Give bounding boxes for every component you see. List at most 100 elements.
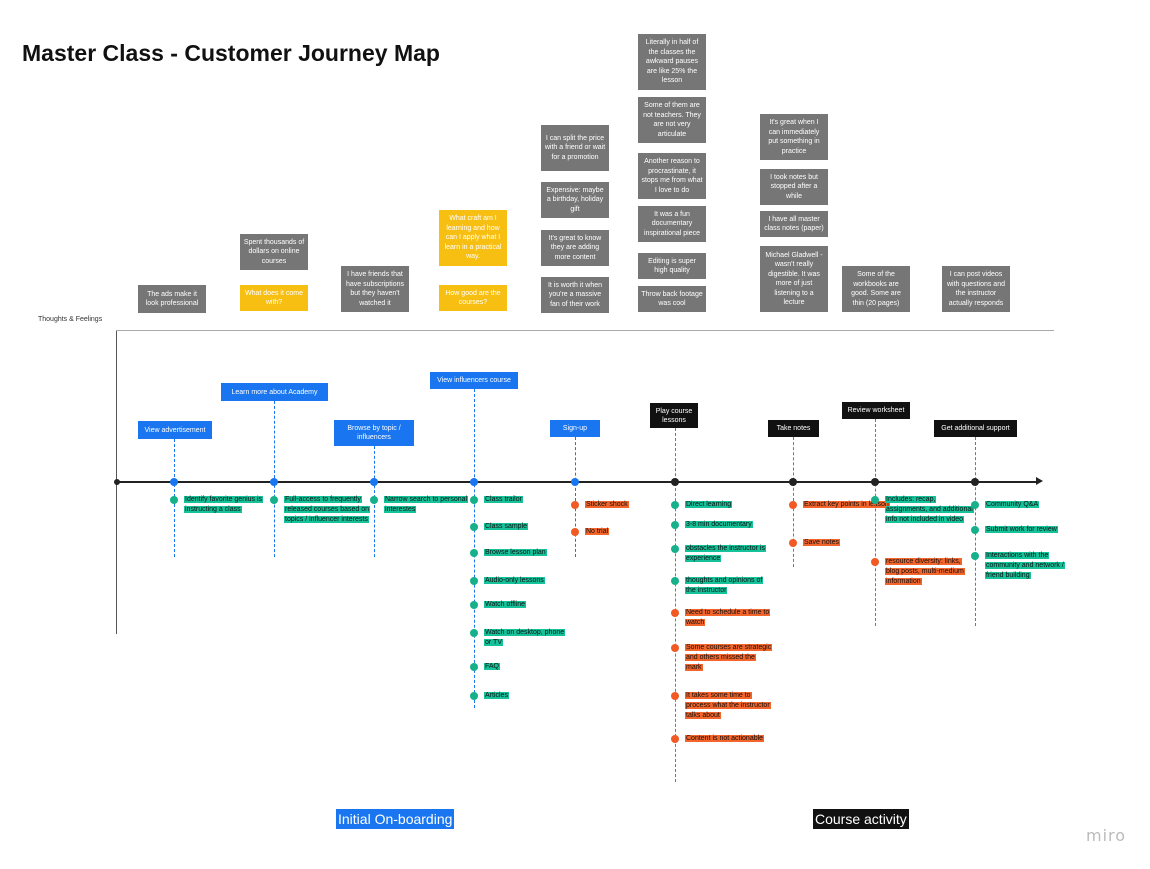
stage-connector-line [575, 437, 576, 557]
sticky-note[interactable]: Another reason to procrastinate, it stop… [638, 153, 706, 199]
section-label-onboarding: Initial On-boarding [336, 809, 455, 829]
sticky-note[interactable]: Spent thousands of dollars on online cou… [240, 234, 308, 270]
point-label: No trial [585, 528, 610, 535]
positive-point-text: Identify favorite genius is instructing … [184, 495, 272, 515]
point-label: obstacles the instructor is experience [685, 545, 766, 562]
positive-point-dot [470, 692, 478, 700]
sticky-note[interactable]: I have all master class notes (paper) [760, 211, 828, 237]
pain-point-text: Extract key points in lesson [803, 500, 891, 510]
positive-point-dot [470, 577, 478, 585]
point-label: thoughts and opinions of the instructor [685, 577, 764, 594]
positive-point-dot [170, 496, 178, 504]
point-label: Identify favorite genius is instructing … [184, 496, 264, 513]
positive-point-text: obstacles the instructor is experience [685, 544, 773, 564]
sticky-note[interactable]: What craft am I learning and how can I a… [439, 210, 507, 266]
sticky-note[interactable]: Literally in half of the classes the awk… [638, 34, 706, 90]
pain-point-dot [671, 735, 679, 743]
sticky-note[interactable]: Some of the workbooks are good. Some are… [842, 266, 910, 312]
page-title: Master Class - Customer Journey Map [22, 40, 440, 66]
timeline-stage-dot[interactable] [871, 478, 879, 486]
pain-point-text: Need to schedule a time to watch [685, 608, 773, 628]
point-label: Class trailor [484, 496, 523, 503]
point-label: Includes: recap, assignments, and additi… [885, 496, 974, 523]
miro-logo: miro [1086, 826, 1127, 845]
point-label: Watch on desktop, phone or TV [484, 629, 566, 646]
timeline-stage-dot[interactable] [571, 478, 579, 486]
point-label: resource diversity: links, blog posts, m… [885, 558, 965, 585]
sticky-note[interactable]: It is worth it when you're a massive fan… [541, 277, 609, 313]
pain-point-dot [789, 501, 797, 509]
pain-point-text: It takes some time to process what the i… [685, 691, 773, 721]
positive-point-dot [671, 545, 679, 553]
sticky-note[interactable]: I have friends that have subscriptions b… [341, 266, 409, 312]
timeline-stage-dot[interactable] [170, 478, 178, 486]
positive-point-text: Includes: recap, assignments, and additi… [885, 495, 974, 525]
positive-point-text: Direct learning [685, 500, 773, 510]
positive-point-text: Full-access to frequently released cours… [284, 495, 372, 525]
timeline-stage-dot[interactable] [270, 478, 278, 486]
sticky-note[interactable]: What does it come with? [240, 285, 308, 311]
timeline-stage-dot[interactable] [971, 478, 979, 486]
sticky-note[interactable]: How good are the courses? [439, 285, 507, 311]
pain-point-dot [571, 501, 579, 509]
sticky-note[interactable]: It's great to know they are adding more … [541, 230, 609, 266]
stage-connector-line [474, 389, 475, 708]
sticky-note[interactable]: Throw back footage was cool [638, 286, 706, 312]
positive-point-text: Browse lesson plan [484, 548, 572, 558]
stage-label[interactable]: Play course lessons [650, 403, 698, 428]
positive-point-text: Watch offline [484, 600, 572, 610]
point-label: Some courses are strategic and others mi… [685, 644, 773, 671]
stage-label[interactable]: View influencers course [430, 372, 518, 389]
point-label: Audio-only lessons [484, 577, 545, 584]
timeline-stage-dot[interactable] [789, 478, 797, 486]
thoughts-feelings-label: Thoughts & Feelings [38, 316, 103, 323]
positive-point-dot [470, 629, 478, 637]
stage-label[interactable]: Sign-up [550, 420, 600, 437]
point-label: Submit work for review [985, 526, 1058, 533]
positive-point-text: Class sample [484, 522, 572, 532]
sticky-note[interactable]: Michael Gladwell - wasn't really digesti… [760, 246, 828, 312]
point-label: Class sample [484, 523, 529, 530]
pain-point-dot [671, 609, 679, 617]
positive-point-dot [470, 523, 478, 531]
sticky-note[interactable]: Editing is super high quality [638, 253, 706, 279]
stage-label[interactable]: Get additional support [934, 420, 1017, 437]
thoughts-separator-line [116, 330, 1054, 331]
stage-label[interactable]: Browse by topic / influencers [334, 420, 414, 446]
sticky-note[interactable]: It's great when I can immediately put so… [760, 114, 828, 160]
positive-point-dot [671, 521, 679, 529]
point-label: Interactions with the community and netw… [985, 552, 1065, 579]
stage-label[interactable]: Review worksheet [842, 402, 910, 419]
timeline-stage-dot[interactable] [671, 478, 679, 486]
stage-label[interactable]: View advertisement [138, 421, 212, 439]
stage-label[interactable]: Learn more about Academy [221, 383, 328, 401]
pain-point-dot [871, 558, 879, 566]
sticky-note[interactable]: The ads make it look professional [138, 285, 206, 313]
point-label: Extract key points in lesson [803, 501, 890, 508]
point-label: Narrow search to personal interestes [384, 496, 469, 513]
positive-point-dot [671, 501, 679, 509]
positive-point-dot [671, 577, 679, 585]
positive-point-dot [470, 496, 478, 504]
positive-point-text: FAQ [484, 662, 572, 672]
stage-label[interactable]: Take notes [768, 420, 819, 437]
timeline-stage-dot[interactable] [370, 478, 378, 486]
pain-point-dot [671, 692, 679, 700]
sticky-note[interactable]: Expensive: maybe a birthday, holiday gif… [541, 182, 609, 218]
pain-point-dot [789, 539, 797, 547]
sticky-note[interactable]: It was a fun documentary inspirational p… [638, 206, 706, 242]
positive-point-dot [470, 549, 478, 557]
sticky-note[interactable]: I took notes but stopped after a while [760, 169, 828, 205]
point-label: Content is not actionable [685, 735, 765, 742]
sticky-note[interactable]: I can split the price with a friend or w… [541, 125, 609, 171]
timeline-stage-dot[interactable] [470, 478, 478, 486]
positive-point-text: Class trailor [484, 495, 572, 505]
positive-point-dot [470, 601, 478, 609]
sticky-note[interactable]: I can post videos with questions and the… [942, 266, 1010, 312]
positive-point-text: Narrow search to personal interestes [384, 495, 472, 515]
pain-point-text: Content is not actionable [685, 734, 773, 744]
sticky-note[interactable]: Some of them are not teachers. They are … [638, 97, 706, 143]
timeline-start-dot [114, 479, 120, 485]
positive-point-dot [971, 526, 979, 534]
